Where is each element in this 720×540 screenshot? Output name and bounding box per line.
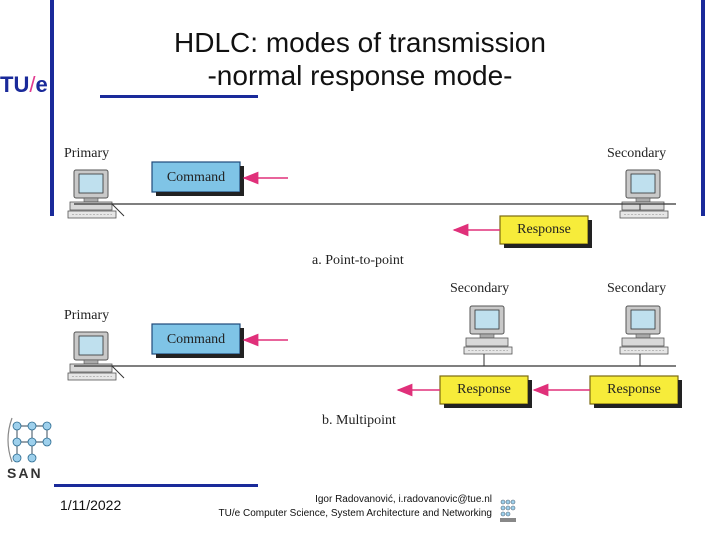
response-label-b1: Response xyxy=(457,382,511,397)
caption-point-to-point: a. Point-to-point xyxy=(312,253,404,268)
primary-label-a: Primary xyxy=(64,146,110,161)
secondary-label-b1: Secondary xyxy=(450,281,510,296)
command-box-a xyxy=(151,161,241,193)
slide-date: 1/11/2022 xyxy=(60,497,122,513)
primary-computer-b xyxy=(67,331,117,381)
response-label-b2: Response xyxy=(607,382,661,397)
primary-drop-b xyxy=(111,365,125,379)
response-label-a: Response xyxy=(517,222,571,237)
san-label: SAN xyxy=(7,465,43,481)
san-small-icon xyxy=(500,499,516,522)
san-network-icon xyxy=(7,417,52,463)
primary-drop-a xyxy=(111,203,125,217)
hdlc-diagram: Primary Secondary Command Response a. Po… xyxy=(54,138,701,438)
response-box-b2-shadow-b xyxy=(594,404,682,408)
author-line-2: TU/e Computer Science, System Architectu… xyxy=(218,508,492,519)
diagram-graphics xyxy=(67,161,682,408)
footer-bar xyxy=(54,484,258,487)
command-label-a: Command xyxy=(166,170,226,185)
author-info: Igor Radovanović, i.radovanovic@tue.nl T… xyxy=(200,493,492,521)
secondary-computer-a xyxy=(619,169,669,219)
secondary-computer-b2 xyxy=(619,305,669,355)
response-box-a-shadow xyxy=(588,220,592,248)
title-line-1: HDLC: modes of transmission xyxy=(174,27,546,58)
secondary-label-b2: Secondary xyxy=(607,281,667,296)
command-label-b: Command xyxy=(166,332,226,347)
secondary-label-a: Secondary xyxy=(607,146,667,161)
title-underline xyxy=(100,95,258,98)
response-box-b1-shadow xyxy=(528,380,532,408)
right-accent-bar xyxy=(701,0,705,216)
response-box-b2-shadow xyxy=(678,380,682,408)
primary-label-b: Primary xyxy=(64,308,110,323)
response-box-a-shadow-b xyxy=(504,244,592,248)
slide-title: HDLC: modes of transmission -normal resp… xyxy=(120,26,600,92)
command-box-a-shadow xyxy=(240,166,244,196)
command-box-b-shadow xyxy=(240,328,244,358)
primary-computer-a xyxy=(67,169,117,219)
title-line-2: -normal response mode- xyxy=(207,60,513,91)
secondary-computer-b1 xyxy=(463,305,513,355)
tue-logo: TU/e xyxy=(0,72,48,97)
caption-multipoint: b. Multipoint xyxy=(322,413,396,428)
response-box-b1-shadow-b xyxy=(444,404,532,408)
left-accent-bar xyxy=(50,0,54,216)
command-box-a-shadow-b xyxy=(156,192,244,196)
command-box-b-shadow-b xyxy=(156,354,244,358)
author-line-1: Igor Radovanović, i.radovanovic@tue.nl xyxy=(315,494,492,505)
